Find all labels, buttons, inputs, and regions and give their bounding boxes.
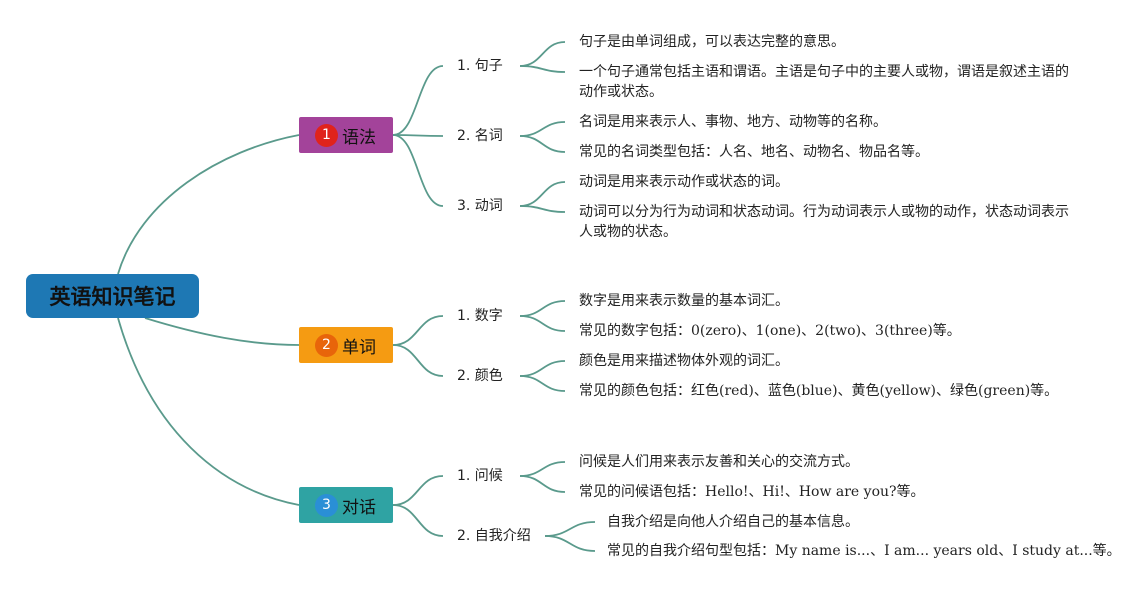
branch-to-sub-line [392,344,444,377]
branch-label: 对话 [342,497,376,518]
sub-to-leaf-line [519,300,566,317]
branch-grammar[interactable]: 1 语法 [299,117,393,153]
sub-to-leaf-line [544,521,596,537]
sub-to-leaf-line [519,65,566,73]
branch-number-badge: 3 [315,493,338,517]
leaf-note: 颜色是用来描述物体外观的词汇。 [579,353,789,369]
sub-noun[interactable]: 2. 名词 [457,128,503,144]
sub-to-leaf-line [519,135,566,153]
sub-verb[interactable]: 3. 动词 [457,198,503,214]
leaf-note: 常见的数字包括：0(zero)、1(one)、2(two)、3(three)等。 [579,323,961,339]
root-to-branch-line [117,317,300,506]
sub-to-leaf-line [519,461,566,477]
leaf-note: 常见的自我介绍句型包括：My name is...、I am... years … [607,543,1121,559]
branch-dialogue[interactable]: 3 对话 [299,487,393,523]
sub-to-leaf-line [519,315,566,332]
leaf-note: 常见的问候语包括：Hello!、Hi!、How are you?等。 [579,484,925,500]
sub-to-leaf-line [519,41,566,67]
branch-label: 单词 [342,337,376,358]
leaf-note: 常见的颜色包括：红色(red)、蓝色(blue)、黄色(yellow)、绿色(g… [579,383,1059,399]
branch-label: 语法 [342,127,376,148]
leaf-note: 一个句子通常包括主语和谓语。主语是句子中的主要人或物，谓语是叙述主语的动作或状态… [579,64,1069,100]
sub-to-leaf-line [519,121,566,137]
leaf-note: 自我介绍是向他人介绍自己的基本信息。 [607,514,859,530]
leaf-note: 常见的名词类型包括：人名、地名、动物名、物品名等。 [579,144,929,160]
leaf-note: 问候是人们用来表示友善和关心的交流方式。 [579,454,859,470]
sub-self-introduction[interactable]: 2. 自我介绍 [457,528,531,544]
leaf-note: 名词是用来表示人、事物、地方、动物等的名称。 [579,114,887,130]
leaf-note: 句子是由单词组成，可以表达完整的意思。 [579,34,845,50]
branch-to-sub-line [392,475,444,506]
leaf-note: 动词是用来表示动作或状态的词。 [579,174,789,190]
leaf-note: 动词可以分为行为动词和状态动词。行为动词表示人或物的动作，状态动词表示人或物的状… [579,204,1069,240]
root-to-branch-line [144,317,300,346]
root-label: 英语知识笔记 [49,285,176,309]
sub-to-leaf-line [519,475,566,493]
sub-to-leaf-line [544,535,596,552]
sub-colors[interactable]: 2. 颜色 [457,368,503,384]
sub-to-leaf-line [519,375,566,392]
branch-to-sub-line [392,315,444,346]
sub-greetings[interactable]: 1. 问候 [457,468,503,484]
branch-to-sub-line [392,134,444,207]
sub-to-leaf-line [519,181,566,207]
sub-to-leaf-line [519,205,566,213]
branch-to-sub-line [392,65,444,136]
branch-number-badge: 1 [315,123,338,147]
sub-to-leaf-line [519,360,566,377]
root-node[interactable]: 英语知识笔记 [26,274,199,318]
branch-number-badge: 2 [315,333,338,357]
root-to-branch-line [117,134,300,275]
branch-to-sub-line [392,134,444,137]
sub-sentence[interactable]: 1. 句子 [457,58,503,74]
branch-vocabulary[interactable]: 2 单词 [299,327,393,363]
leaf-note: 数字是用来表示数量的基本词汇。 [579,293,789,309]
sub-numbers[interactable]: 1. 数字 [457,308,503,324]
branch-to-sub-line [392,504,444,537]
